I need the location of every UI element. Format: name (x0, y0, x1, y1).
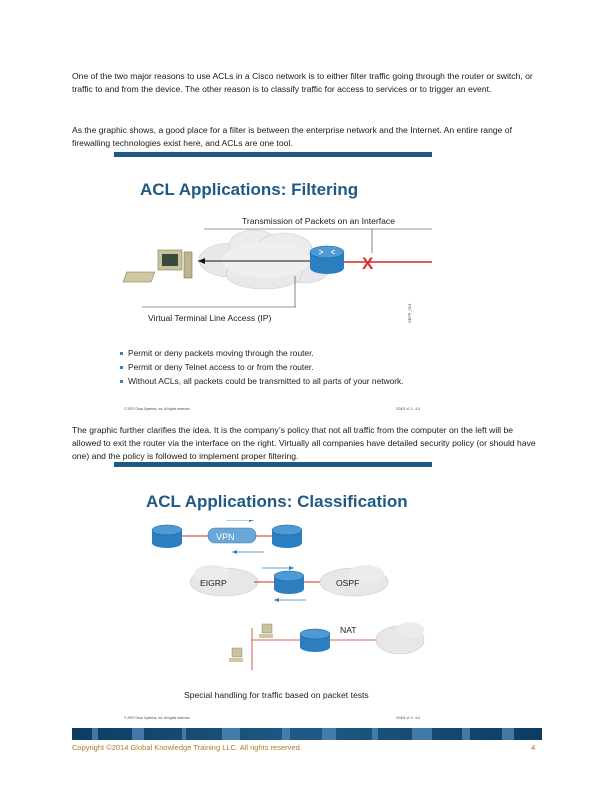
filter-paragraph: As the graphic shows, a good place for a… (72, 125, 512, 148)
computer-icon (229, 647, 243, 662)
deny-x-icon: X (362, 254, 374, 273)
slide-footer-right: ICND1 v1.0 - 4-6 (396, 716, 420, 720)
policy-paragraph: The graphic further clarifies the idea. … (72, 425, 536, 461)
copyright-text: Copyright ©2014 Global Knowledge Trainin… (72, 743, 302, 752)
label-top: Transmission of Packets on an Interface (242, 216, 395, 226)
computer-icon (259, 623, 273, 638)
router-icon (309, 245, 345, 274)
slide-footer-right: ICND1 v1.0 - 4-5 (396, 407, 420, 411)
filtering-diagram: Transmission of Packets on an Interface (122, 216, 432, 323)
router-icon (271, 524, 303, 548)
vpn-tunnel-icon: VPN (207, 527, 257, 544)
slide-footer-left: © 2007 Cisco Systems, Inc. All rights re… (124, 716, 191, 720)
classification-caption: Special handling for traffic based on pa… (184, 690, 369, 700)
computer-icon (122, 249, 193, 283)
router-icon (273, 570, 305, 594)
slide-top-bar (114, 462, 432, 467)
svg-text:VPN: VPN (216, 532, 235, 542)
label-bottom: Virtual Terminal Line Access (IP) (148, 313, 272, 323)
side-code: SEFP_024 (407, 303, 412, 323)
slide-title: ACL Applications: Filtering (140, 180, 359, 199)
internet-cloud-icon (375, 622, 425, 655)
bullet-item: Without ACLs, all packets could be trans… (120, 376, 404, 386)
bullet-item: Permit or deny packets moving through th… (120, 348, 314, 358)
slide-filtering: ACL Applications: Filtering Transmission… (114, 152, 432, 414)
classification-diagram: VPN EIGRP OSPF (151, 520, 425, 700)
page-number: 4 (531, 743, 536, 752)
svg-text:EIGRP: EIGRP (200, 578, 227, 588)
footer-stripe (72, 728, 542, 740)
svg-text:OSPF: OSPF (336, 578, 359, 588)
eigrp-cloud-icon: EIGRP (189, 565, 259, 597)
nat-label: NAT (340, 625, 357, 635)
intro-paragraph: One of the two major reasons to use ACLs… (72, 71, 533, 94)
router-icon (299, 628, 331, 652)
slide-title: ACL Applications: Classification (146, 492, 408, 511)
slide-classification: ACL Applications: Classification VPN EIG… (114, 462, 432, 722)
bullet-item: Permit or deny Telnet access to or from … (120, 362, 314, 372)
ospf-cloud-icon: OSPF (319, 565, 389, 597)
slide-top-bar (114, 152, 432, 157)
router-icon (151, 524, 183, 548)
slide-footer-left: © 2007 Cisco Systems, Inc. All rights re… (124, 407, 191, 411)
cloud-icon (198, 229, 331, 290)
